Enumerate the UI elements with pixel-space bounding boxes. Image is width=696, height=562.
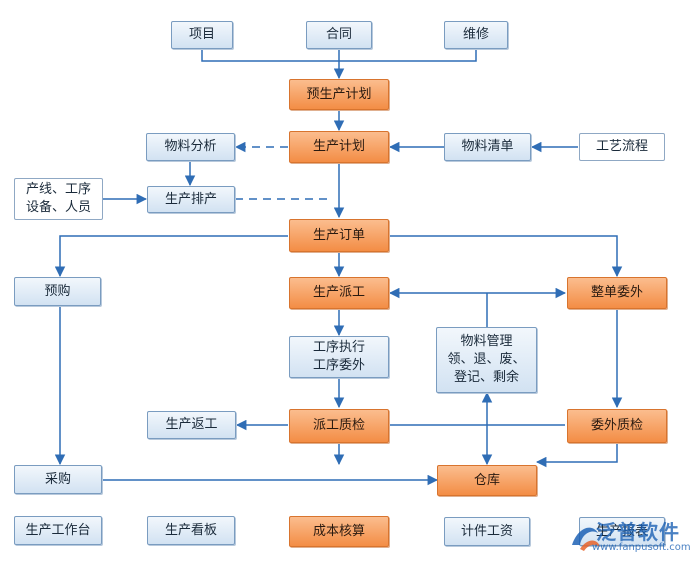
arrow-weiwai-to-cangku [535,443,618,468]
logo-icon [572,527,600,551]
node-wuliao-fenxi: 物料分析 [146,133,235,161]
node-jijian-gongzi: 计件工资 [444,517,530,546]
logo-name: 泛普软件 [596,520,680,544]
node-zhengdan-weiwai: 整单委外 [567,277,667,309]
node-shengchan-kanban: 生产看板 [147,516,235,545]
node-gongyi-liucheng: 工艺流程 [579,133,665,161]
node-caigou: 采购 [14,465,102,494]
node-shengchan-dingdan: 生产订单 [289,219,389,252]
node-shengchan-paichan: 生产排产 [147,186,235,213]
node-shengchan-paigong: 生产派工 [289,277,389,309]
node-wuliao-guanli: 物料管理 领、退、废、 登记、剩余 [436,327,537,393]
node-chanxian-gongxu: 产线、工序 设备、人员 [14,178,103,220]
node-weiwai-zhijian: 委外质检 [567,409,667,443]
node-yushengchan-jihua: 预生产计划 [289,79,389,110]
node-shengchan-jihua: 生产计划 [289,131,389,163]
node-shengchan-fangong: 生产返工 [147,411,236,439]
node-xiangmu: 项目 [171,21,233,49]
node-weixiu: 维修 [444,21,508,49]
node-wuliao-qingdan: 物料清单 [444,133,531,161]
arrow-dingdan-to-yugou [54,235,288,278]
node-gongxu-zhixing: 工序执行 工序委外 [289,336,389,378]
node-shengchan-gongzuotai: 生产工作台 [14,516,102,545]
node-hetong: 合同 [306,21,372,49]
node-chengben-hesuan: 成本核算 [289,516,389,547]
logo-url: www.fanpusoft.com [592,542,691,553]
node-paigong-zhijian: 派工质检 [289,409,389,443]
node-cangku: 仓库 [437,465,537,496]
node-yugou: 预购 [14,277,101,306]
arrow-dingdan-to-zhengdan [390,235,623,278]
